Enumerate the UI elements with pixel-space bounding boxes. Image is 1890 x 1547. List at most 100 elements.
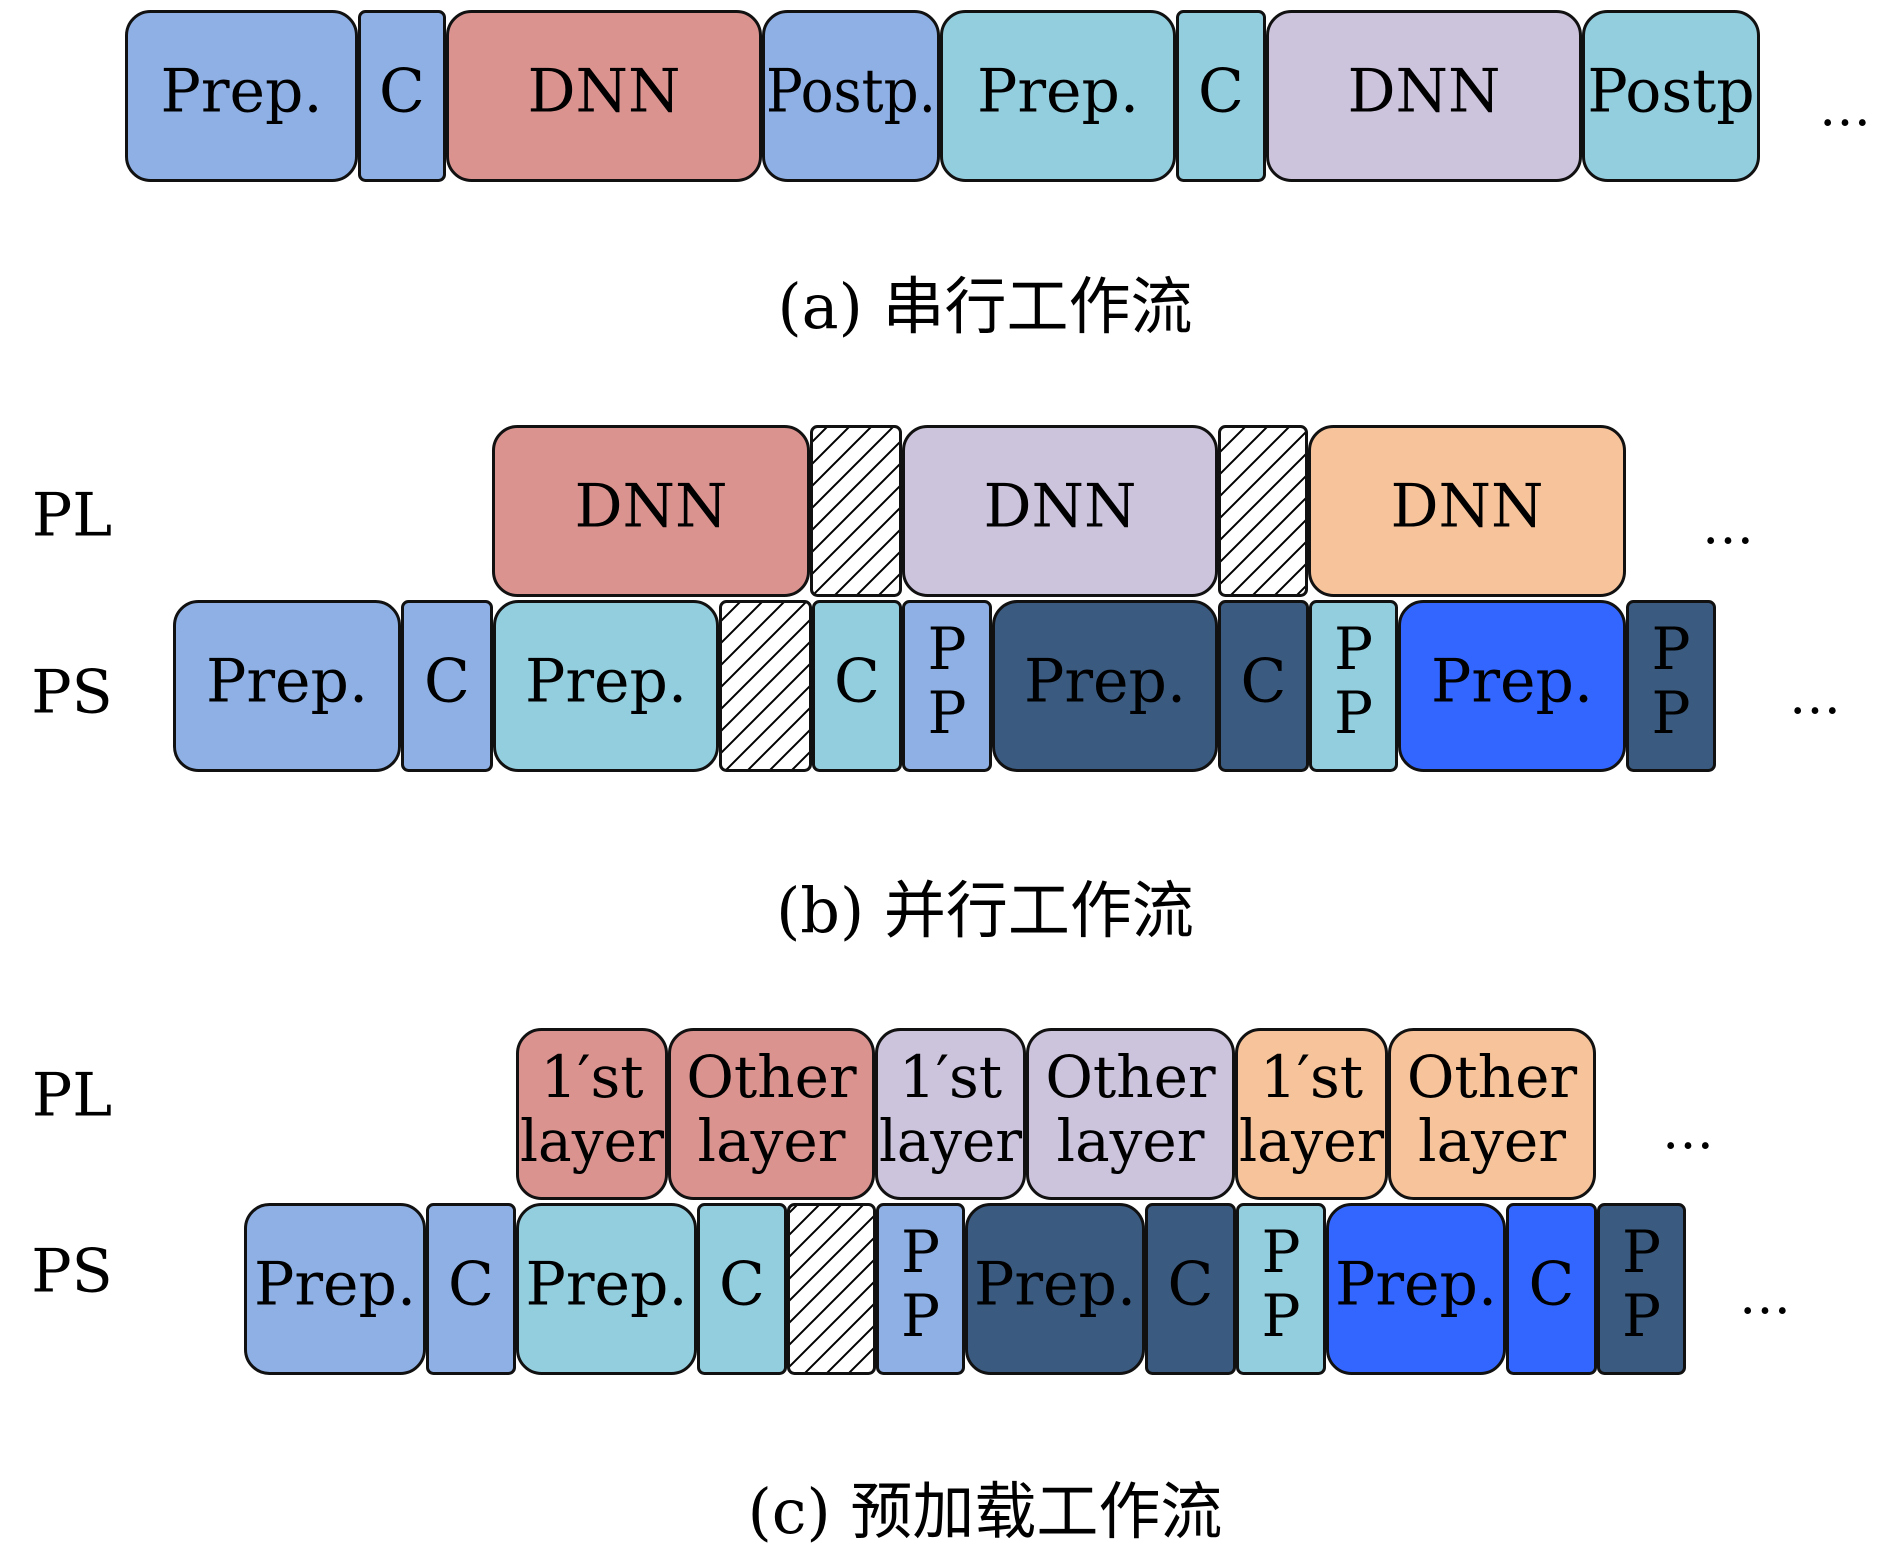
block-label: Other [686, 1043, 857, 1111]
block-box [244, 1203, 426, 1375]
block-label: C [1529, 1250, 1575, 1320]
task-block: DNN [1266, 10, 1582, 182]
block-box [1326, 1203, 1506, 1375]
block-box [762, 10, 940, 182]
block-label: layer [1057, 1107, 1205, 1175]
ellipsis: … [1739, 1267, 1791, 1327]
task-block: PP [902, 600, 992, 772]
block-label: Other [1407, 1043, 1578, 1111]
task-block: C [812, 600, 902, 772]
block-label: 1′st [1260, 1043, 1363, 1111]
caption: (b) 并行工作流 [776, 874, 1194, 947]
task-block: Prep. [244, 1203, 426, 1375]
block-label: Prep. [254, 1250, 416, 1320]
block-label: P [1261, 1218, 1300, 1286]
block-label: DNN [1390, 472, 1543, 542]
block-label: Prep. [977, 57, 1139, 127]
task-block: C [1145, 1203, 1236, 1375]
block-box [358, 10, 446, 182]
block-box [668, 1028, 875, 1200]
block-box [492, 425, 810, 597]
task-block: PP [1597, 1203, 1686, 1375]
block-label: layer [520, 1107, 664, 1175]
block-label: P [1651, 679, 1690, 747]
caption: (c) 预加载工作流 [748, 1475, 1223, 1547]
idle-block [787, 1203, 876, 1375]
block-box [516, 1203, 697, 1375]
idle-block [1218, 425, 1308, 597]
idle-hatch [787, 1203, 876, 1375]
block-box [965, 1203, 1145, 1375]
task-block: PP [1309, 600, 1398, 772]
block-box [1235, 1028, 1388, 1200]
task-block: DNN [446, 10, 762, 182]
block-label: layer [1239, 1107, 1384, 1175]
block-label: DNN [574, 472, 727, 542]
task-block: Postp [1582, 10, 1760, 182]
block-box [1145, 1203, 1236, 1375]
block-label: P [1261, 1282, 1300, 1350]
task-block: Prep. [493, 600, 719, 772]
ellipsis: … [1819, 79, 1871, 139]
block-label: C [424, 647, 470, 717]
block-label: layer [879, 1107, 1022, 1175]
task-block: Prep. [1326, 1203, 1506, 1375]
block-box [1176, 10, 1266, 182]
block-label: P [901, 1218, 940, 1286]
block-label: Postp. [766, 57, 936, 127]
block-box [401, 600, 493, 772]
block-box [902, 425, 1218, 597]
task-block: PP [1236, 1203, 1326, 1375]
block-label: P [901, 1282, 940, 1350]
block-box [1218, 600, 1309, 772]
block-box [516, 1028, 668, 1200]
row-pl: PL DNN DNN DNN … [32, 425, 1754, 597]
block-box [1626, 600, 1716, 772]
block-label: DNN [1347, 57, 1500, 127]
task-block: PP [876, 1203, 965, 1375]
block-box [1026, 1028, 1235, 1200]
idle-hatch [1218, 425, 1308, 597]
block-box [1236, 1203, 1326, 1375]
task-block: Prep. [965, 1203, 1145, 1375]
block-label: Prep. [206, 647, 368, 717]
task-block: C [1506, 1203, 1597, 1375]
caption: (a) 串行工作流 [777, 270, 1192, 343]
idle-block [719, 600, 812, 772]
task-block: C [426, 1203, 516, 1375]
ellipsis: … [1662, 1102, 1714, 1162]
block-label: C [448, 1250, 494, 1320]
task-block: Prep. [173, 600, 401, 772]
task-block: DNN [1308, 425, 1626, 597]
block-box [902, 600, 992, 772]
row-label: PS [31, 658, 112, 728]
row-label: PL [32, 481, 112, 551]
task-block: C [358, 10, 446, 182]
block-box [876, 1203, 965, 1375]
block-label: Prep. [974, 1250, 1136, 1320]
task-block: DNN [902, 425, 1218, 597]
block-box [173, 600, 401, 772]
block-label: C [1198, 57, 1244, 127]
task-block: Prep. [992, 600, 1218, 772]
block-box [1388, 1028, 1596, 1200]
idle-block [810, 425, 902, 597]
block-box [446, 10, 762, 182]
block-box [1597, 1203, 1686, 1375]
task-block: C [401, 600, 493, 772]
block-label: layer [1418, 1107, 1566, 1175]
ellipsis: … [1789, 667, 1841, 727]
block-label: layer [698, 1107, 846, 1175]
task-block: Prep. [1398, 600, 1626, 772]
block-label: Other [1045, 1043, 1216, 1111]
ellipsis: … [1702, 497, 1754, 557]
